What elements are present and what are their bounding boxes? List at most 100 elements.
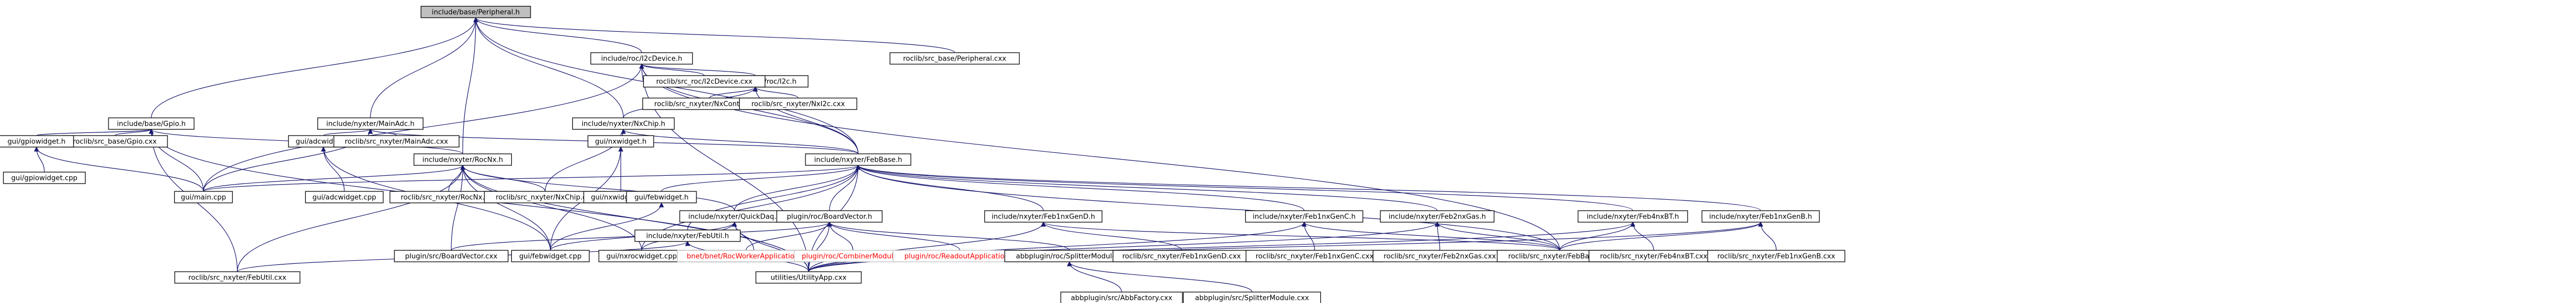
graph-node-febwidget_cpp[interactable]: gui/febwidget.cpp <box>511 250 590 262</box>
graph-node-box <box>1060 292 1183 303</box>
graph-node-rocbase_periph_cxx[interactable]: roclib/src_base/Peripheral.cxx <box>889 52 1020 65</box>
graph-node-feb4nxbt[interactable]: include/nxyter/Feb4nxBT.h <box>1578 210 1688 223</box>
graph-node-nxchip[interactable]: include/nyxter/NxChip.h <box>572 117 675 130</box>
graph-node-nxwidget_h[interactable]: gui/nxwidget.h <box>587 135 654 148</box>
graph-node-febutil_cxx[interactable]: roclib/src_nxyter/FebUtil.cxx <box>174 271 300 284</box>
edge-febbase-to-nxchip <box>621 129 859 154</box>
graph-node-boardvector_cxx[interactable]: plugin/src/BoardVector.cxx <box>394 250 509 262</box>
graph-node-rocnx[interactable]: include/nxyter/RocNx.h <box>413 153 512 166</box>
graph-node-label: bnet/bnet/RocWorkerApplication.h <box>687 253 805 261</box>
graph-node-label: include/base/Gpio.h <box>117 120 186 128</box>
graph-node-combiner[interactable]: plugin/roc/CombinerModule.h <box>793 250 912 262</box>
graph-node-febutil[interactable]: include/nxyter/FebUtil.h <box>634 229 741 242</box>
graph-node-label: abbplugin/roc/SplitterModule.h <box>1016 253 1123 261</box>
graph-node-feb2nxgas[interactable]: include/nxyter/Feb2nxGas.h <box>1380 210 1495 223</box>
edge-boardvector-to-febbase <box>829 165 861 211</box>
graph-node-utility_app[interactable]: utilities/UtilityApp.cxx <box>755 271 862 284</box>
graph-node-box <box>984 210 1103 223</box>
graph-node-feb1nxgenB_cxx[interactable]: roclib/src_nxyter/Feb1nxGenB.cxx <box>1707 250 1846 262</box>
edge-febutil_cxx-to-rocnx <box>237 165 465 272</box>
graph-node-label: utilities/UtilityApp.cxx <box>771 274 847 282</box>
graph-node-guimain[interactable]: gui/main.cpp <box>174 191 233 203</box>
edge-quickdaq-to-rocnx <box>460 165 735 211</box>
graph-node-box <box>108 117 195 130</box>
graph-node-nxi2c_cxx[interactable]: roclib/src_nxyter/NxI2c.cxx <box>739 98 858 110</box>
edge-utility_app-to-feb1nxgenB <box>808 222 1763 272</box>
graph-node-adcwidget_cpp[interactable]: gui/adcwidget.cpp <box>305 191 384 203</box>
graph-node-feb2nxgas_cxx[interactable]: roclib/src_nxyter/Feb2nxGas.cxx <box>1373 250 1507 262</box>
edge-feb1nxgenB_cxx-to-feb1nxgenB <box>1758 222 1777 251</box>
graph-node-rocbase_gpio_cxx[interactable]: roclib/src_base/Gpio.cxx <box>62 135 168 148</box>
graph-node-febbase[interactable]: include/nxyter/FebBase.h <box>805 153 911 166</box>
graph-node-gpiowidget_cpp[interactable]: gui/gpiowidget.cpp <box>3 172 86 184</box>
graph-node-label: gui/adcwidget.cpp <box>312 194 376 202</box>
graph-node-abbfactory[interactable]: abbplugin/src/AbbFactory.cxx <box>1060 292 1183 303</box>
graph-node-label: roclib/src_roc/I2cDevice.cxx <box>656 78 753 86</box>
graph-node-label: roclib/src_nxyter/MainAdc.cxx <box>345 138 448 146</box>
edge-combiner-to-boardvector <box>827 222 853 251</box>
graph-node-box <box>587 135 654 148</box>
graph-node-box <box>305 191 384 203</box>
graph-node-label: include/base/Peripheral.h <box>432 9 520 17</box>
edge-feb2nxgas-to-febbase <box>856 165 1438 211</box>
graph-node-i2cdev_cxx[interactable]: roclib/src_roc/I2cDevice.cxx <box>643 75 766 88</box>
graph-node-gpiowidget_h[interactable]: gui/gpiowidget.h <box>0 135 74 148</box>
edge-febwidget_h-to-febbase <box>661 165 861 192</box>
graph-node-box <box>1245 210 1364 223</box>
graph-node-febwidget_h[interactable]: gui/febwidget.h <box>626 191 697 203</box>
edge-quickdaq-to-febbase <box>734 165 861 211</box>
graph-node-i2cdevice[interactable]: include/roc/I2cDevice.h <box>590 52 693 65</box>
graph-node-label: include/nxyter/RocNx.h <box>423 156 503 164</box>
edge-feb1nxgenD_cxx-to-feb1nxgenD <box>1041 222 1182 251</box>
graph-node-box <box>3 172 86 184</box>
graph-node-nxchip_cxx[interactable]: roclib/src_nxyter/NxChip.cxx <box>484 191 607 203</box>
graph-node-feb1nxgenC_cxx[interactable]: roclib/src_nxyter/Feb1nxGenC.cxx <box>1245 250 1384 262</box>
graph-node-label: gui/nxwidget.h <box>595 138 647 146</box>
graph-node-feb1nxgenD[interactable]: include/nxyter/Feb1nxGenD.h <box>984 210 1103 223</box>
graph-node-boardvector[interactable]: plugin/roc/BoardVector.h <box>776 210 883 223</box>
graph-node-box <box>1578 210 1688 223</box>
graph-node-mainadc[interactable]: include/nyxter/MainAdc.h <box>317 117 424 130</box>
graph-node-readout_app[interactable]: plugin/roc/ReadoutApplication.h <box>893 250 1027 262</box>
graph-node-feb1nxgenB[interactable]: include/nxyter/Feb1nxGenB.h <box>1701 210 1820 223</box>
graph-node-feb1nxgenD_cxx[interactable]: roclib/src_nxyter/Feb1nxGenD.cxx <box>1112 250 1251 262</box>
edge-gpiowidget_h-to-gpio <box>36 129 154 136</box>
graph-node-box <box>413 153 512 166</box>
graph-node-rocworker_app[interactable]: bnet/bnet/RocWorkerApplication.h <box>677 250 815 262</box>
edge-utility_app-to-feb2nxgas <box>808 222 1440 272</box>
graph-node-quickdaq[interactable]: include/nxyter/QuickDaq.h <box>679 210 790 223</box>
edge-splitter_h-to-boardvector <box>827 222 1070 251</box>
graph-node-mainadc_cxx[interactable]: roclib/src_nxyter/MainAdc.cxx <box>333 135 460 148</box>
graph-node-feb4nxbt_cxx[interactable]: roclib/src_nxyter/Feb4nxBT.cxx <box>1588 250 1719 262</box>
graph-node-label: roclib/src_nxyter/Feb1nxGenC.cxx <box>1256 253 1374 261</box>
graph-node-box <box>174 271 300 284</box>
edge-utility_app-to-feb1nxgenC <box>808 222 1307 272</box>
edge-splitter_cxx-to-splitter_h <box>1067 261 1253 293</box>
graph-node-label: gui/main.cpp <box>181 194 226 202</box>
graph-node-label: plugin/src/BoardVector.cxx <box>405 253 497 261</box>
edge-febbase_cxx-to-feb1nxgenB <box>1559 222 1763 251</box>
graph-node-label: include/nxyter/Feb4nxBT.h <box>1587 213 1679 221</box>
graph-node-box <box>1380 210 1495 223</box>
edge-febbase_cxx-to-feb1nxgenD <box>1041 222 1560 251</box>
edge-guimain-to-febbase <box>203 165 861 192</box>
graph-node-label: roclib/src_nxyter/NxChip.cxx <box>496 194 595 202</box>
graph-node-box <box>1183 292 1321 303</box>
graph-node-rocnx_cxx[interactable]: roclib/src_nxyter/RocNx.cxx <box>389 191 508 203</box>
graph-node-gpio[interactable]: include/base/Gpio.h <box>108 117 195 130</box>
graph-node-feb1nxgenC[interactable]: include/nxyter/Feb1nxGenC.h <box>1245 210 1364 223</box>
edge-utility_app-to-feb1nxgenD <box>808 222 1046 272</box>
graph-node-nxrocwidget_cpp[interactable]: gui/nxrocwidget.cpp <box>598 250 685 262</box>
graph-node-label: gui/nxrocwidget.cpp <box>606 253 677 261</box>
graph-node-label: include/nxyter/FebUtil.h <box>646 233 729 240</box>
edge-feb4nxbt_cxx-to-feb4nxbt <box>1630 222 1654 251</box>
graph-node-label: include/nxyter/FebBase.h <box>814 156 902 164</box>
graph-node-label: gui/febwidget.h <box>634 194 689 202</box>
graph-node-label: include/nxyter/QuickDaq.h <box>688 213 780 221</box>
graph-node-label: gui/gpiowidget.h <box>7 138 65 146</box>
edge-guimain-to-gpiowidget_h <box>34 147 204 192</box>
edge-utility_app-to-feb4nxbt <box>808 222 1635 272</box>
graph-node-label: plugin/roc/BoardVector.h <box>787 213 872 221</box>
graph-node-splitter_cxx[interactable]: abbplugin/src/SplitterModule.cxx <box>1183 292 1321 303</box>
